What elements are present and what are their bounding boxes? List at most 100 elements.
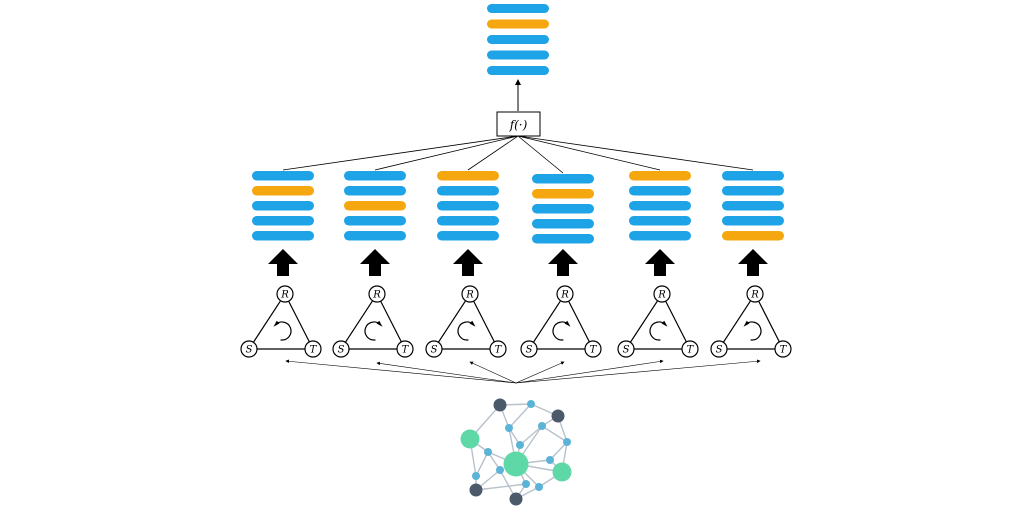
triad-node-t <box>396 340 414 358</box>
triad-edge <box>629 300 659 343</box>
aggregation-line-2 <box>374 135 519 171</box>
triad-node-r <box>556 285 574 303</box>
rotation-arrowhead <box>273 320 280 327</box>
graph-node-dark <box>469 483 483 497</box>
output-bar-4 <box>487 50 549 60</box>
up-arrow-1 <box>268 249 298 276</box>
output-bar-2 <box>487 19 549 29</box>
triad-node-r <box>276 285 294 303</box>
triad-node-s-label: S <box>246 345 253 356</box>
graph-node-dark <box>551 409 565 423</box>
graph-node-light <box>472 472 480 480</box>
embedding-3-bar-5 <box>437 231 499 241</box>
embedding-5-bar-3 <box>629 201 691 211</box>
clockwise-icon <box>745 321 762 341</box>
graph-to-motif-arrows <box>285 359 761 384</box>
embedding-1-bar-4 <box>252 216 314 226</box>
triad-node-t-label: T <box>780 345 788 356</box>
graph-node-green <box>552 462 572 482</box>
graph-edge <box>508 403 532 429</box>
triad-node-t-label: T <box>310 345 318 356</box>
triad-2: R S T <box>332 285 414 358</box>
embedding-5-bar-4 <box>629 216 691 226</box>
graph-node-light <box>546 456 554 464</box>
triad-node-r <box>368 285 386 303</box>
triad-node-s <box>425 340 443 358</box>
graph-arrow-3 <box>469 361 517 384</box>
up-arrow-2 <box>360 249 390 276</box>
embedding-6-bar-2 <box>722 186 784 196</box>
graph-arrow-1 <box>285 359 517 384</box>
triad-node-r-label: R <box>750 290 759 301</box>
triad-node-s-label: S <box>526 345 533 356</box>
graph-node-dark <box>493 398 507 412</box>
up-arrow-3 <box>453 249 483 276</box>
triad-node-r <box>746 285 764 303</box>
triad-node-s <box>520 340 538 358</box>
embedding-3-bar-1 <box>437 171 499 181</box>
triad-edge <box>722 300 752 343</box>
embedding-5-bar-5 <box>629 231 691 241</box>
triad-edge <box>473 300 495 343</box>
rotation-arrowhead <box>743 320 750 327</box>
graph-node-light <box>484 448 492 456</box>
motif-embedding-5 <box>629 171 691 241</box>
graph-edge <box>549 441 568 461</box>
graph-node-light <box>563 438 571 446</box>
triad-node-t-label: T <box>402 345 410 356</box>
embedding-4-bar-2 <box>532 189 594 199</box>
embedding-1-bar-2 <box>252 186 314 196</box>
embedding-4-bar-4 <box>532 219 594 229</box>
output-embedding <box>487 4 549 75</box>
graph-edge <box>541 425 568 443</box>
output-bar-5 <box>487 66 549 75</box>
graph-edge <box>475 451 489 477</box>
graph-node-light <box>522 480 530 488</box>
output-bar-1 <box>487 4 549 13</box>
up-arrow-4 <box>548 249 578 276</box>
embedding-4-bar-1 <box>532 174 594 184</box>
aggregation-line-4 <box>517 135 564 174</box>
aggregator-label: f(·) <box>509 118 528 132</box>
graph-node-green <box>460 429 480 449</box>
triad-node-r-label: R <box>657 290 666 301</box>
graph-arrow-4 <box>515 361 565 384</box>
triad-node-r <box>461 285 479 303</box>
triad-node-r-label: R <box>372 290 381 301</box>
embedding-2-bar-5 <box>344 231 406 241</box>
aggregation-line-5 <box>517 135 661 171</box>
triad-edge <box>344 300 374 343</box>
triad-node-t-label: T <box>495 345 503 356</box>
graph-edge <box>519 425 543 446</box>
embedding-2-bar-1 <box>344 171 406 181</box>
triad-node-s-label: S <box>431 345 438 356</box>
triad-edge <box>665 300 687 343</box>
output-bar-3 <box>487 35 549 44</box>
rotation-arrowhead <box>376 320 383 327</box>
aggregator-box: f(·) <box>496 111 541 137</box>
counterclockwise-icon <box>364 321 381 341</box>
graph-node-light <box>535 483 543 491</box>
triad-node-s-label: S <box>338 345 345 356</box>
motif-embeddings <box>252 171 784 244</box>
graph-node-green <box>503 451 529 477</box>
embedding-6-bar-1 <box>722 171 784 181</box>
up-arrow-5 <box>645 249 675 276</box>
graph-node-light <box>496 466 504 474</box>
triad-node-t <box>681 340 699 358</box>
triad-edge <box>568 300 590 343</box>
motif-embedding-4 <box>532 174 594 244</box>
embedding-4-bar-5 <box>532 234 594 244</box>
embedding-arrows <box>268 249 768 276</box>
triad-node-s <box>240 340 258 358</box>
graph-node-light <box>505 424 513 432</box>
triad-edge <box>437 300 467 343</box>
clockwise-icon <box>275 321 292 341</box>
graph-node-dark <box>509 492 523 506</box>
graph-edge <box>475 483 527 491</box>
motif-embedding-2 <box>344 171 406 241</box>
embedding-6-bar-4 <box>722 216 784 226</box>
